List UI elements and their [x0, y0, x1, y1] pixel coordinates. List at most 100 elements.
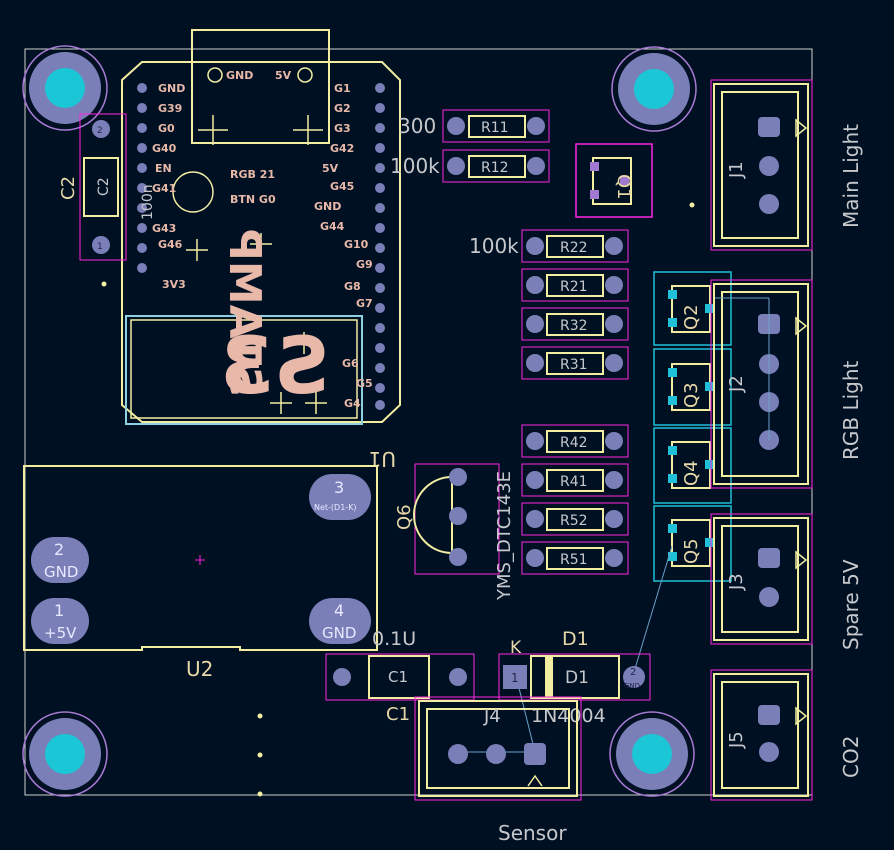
svg-text:R41: R41: [560, 474, 588, 490]
svg-text:Q5: Q5: [681, 538, 702, 564]
svg-text:GND: GND: [226, 69, 253, 82]
capacitor-c1[interactable]: C1 0.1U C1: [325, 628, 475, 725]
u2-ref-label: U2: [186, 657, 213, 681]
module-u1[interactable]: S3 STAMP U1 GND G39 G0 G40 EN G41 G43 G4…: [121, 29, 401, 471]
r11-value-label: 300: [398, 114, 436, 138]
svg-text:G3: G3: [334, 122, 351, 135]
resistor-r22[interactable]: R22 100k: [469, 229, 629, 263]
connector-j5[interactable]: J5 CO2: [710, 669, 863, 801]
j4-label: Sensor: [498, 821, 567, 845]
resistor-r11[interactable]: R11 300: [398, 109, 550, 143]
svg-text:G43: G43: [152, 222, 176, 235]
svg-text:1: 1: [511, 671, 519, 685]
svg-text:G2: G2: [334, 102, 351, 115]
r22-value-label: 100k: [469, 234, 519, 258]
capacitor-c2[interactable]: 2 1 C2 C2 100n: [58, 113, 156, 261]
svg-text:4: 4: [334, 601, 344, 620]
diode-d1[interactable]: 1 2 GND D1 D1 K 1N4004: [498, 628, 651, 727]
svg-text:C2: C2: [96, 177, 112, 196]
resistor-r41[interactable]: R41: [521, 463, 629, 497]
resistor-r21[interactable]: R21: [521, 268, 629, 302]
svg-text:1: 1: [97, 242, 103, 252]
svg-text:5V: 5V: [275, 69, 292, 82]
svg-text:Q4: Q4: [681, 460, 702, 486]
svg-text:G7: G7: [356, 297, 373, 310]
svg-text:J3: J3: [726, 573, 747, 591]
svg-text:G4: G4: [344, 397, 361, 410]
svg-text:2: 2: [630, 667, 636, 678]
c2-ref-label: C2: [58, 176, 79, 200]
module-u2[interactable]: 2 GND 1 +5V 3 Net-(D1-K) 4 GND U2: [23, 465, 378, 681]
svg-text:3V3: 3V3: [162, 278, 186, 291]
svg-text:G41: G41: [152, 182, 176, 195]
connector-j4[interactable]: J4 Sensor: [414, 696, 582, 845]
connector-j3[interactable]: J3 Spare 5V: [710, 513, 863, 650]
connector-j1[interactable]: J1 Main Light: [710, 79, 863, 251]
svg-text:R12: R12: [481, 160, 509, 176]
svg-text:R11: R11: [481, 120, 509, 136]
svg-text:GND: GND: [158, 82, 185, 95]
c1-ref-label: C1: [386, 704, 410, 725]
svg-text:GND: GND: [314, 200, 341, 213]
svg-text:G10: G10: [344, 238, 369, 251]
svg-text:2: 2: [54, 540, 64, 559]
svg-text:Q2: Q2: [681, 304, 702, 330]
svg-text:GND: GND: [44, 563, 78, 581]
j5-label: CO2: [839, 736, 863, 778]
svg-text:3: 3: [334, 478, 344, 497]
resistor-r52[interactable]: R52: [521, 502, 629, 536]
svg-text:BTN G0: BTN G0: [230, 193, 276, 206]
resistor-r12[interactable]: R12 100k: [390, 149, 550, 183]
svg-text:C1: C1: [388, 668, 408, 686]
svg-text:R52: R52: [560, 513, 588, 529]
svg-text:R21: R21: [560, 279, 588, 295]
svg-text:+5V: +5V: [44, 624, 77, 642]
d1-ref-label: D1: [562, 628, 589, 650]
svg-text:J1: J1: [726, 161, 747, 179]
svg-text:R51: R51: [560, 552, 588, 568]
svg-text:G6: G6: [342, 357, 359, 370]
transistor-q4[interactable]: Q4: [653, 427, 732, 504]
svg-text:R31: R31: [560, 357, 588, 373]
resistor-r51[interactable]: R51: [521, 541, 629, 575]
q6-value-label: YMS_DTC143E: [494, 471, 515, 601]
j3-label: Spare 5V: [839, 559, 863, 650]
resistor-r31[interactable]: R31: [521, 346, 629, 380]
svg-text:Q6: Q6: [394, 504, 415, 530]
transistor-q5[interactable]: Q5: [653, 505, 732, 582]
svg-text:GND: GND: [624, 682, 640, 690]
c1-value-label: 0.1U: [372, 628, 416, 650]
svg-text:R22: R22: [560, 240, 588, 256]
svg-text:100n: 100n: [140, 184, 156, 220]
mounting-holes: [22, 45, 697, 797]
s3-logo: S3 STAMP: [219, 229, 330, 412]
resistor-r42[interactable]: R42: [521, 424, 629, 458]
transistor-q1[interactable]: Q1: [575, 143, 653, 218]
svg-text:RGB 21: RGB 21: [230, 168, 275, 181]
svg-text:K: K: [510, 638, 522, 658]
transistor-q3[interactable]: Q3: [653, 348, 732, 426]
transistor-q6[interactable]: Q6 YMS_DTC143E: [394, 463, 515, 601]
svg-text:S3: S3: [220, 322, 330, 412]
svg-text:2: 2: [97, 126, 103, 136]
svg-text:5V: 5V: [322, 162, 339, 175]
svg-text:J2: J2: [726, 375, 747, 393]
j2-label: RGB Light: [839, 360, 863, 460]
connector-j2[interactable]: J2 RGB Light: [710, 279, 863, 489]
r12-value-label: 100k: [390, 154, 440, 178]
svg-text:G5: G5: [356, 377, 373, 390]
svg-text:G9: G9: [356, 258, 373, 271]
svg-text:J5: J5: [726, 731, 747, 749]
transistor-q2[interactable]: Q2: [653, 271, 732, 346]
svg-text:EN: EN: [155, 162, 172, 175]
svg-text:1: 1: [54, 601, 64, 620]
svg-text:R32: R32: [560, 318, 588, 334]
j1-label: Main Light: [839, 124, 863, 228]
resistor-r32[interactable]: R32: [521, 307, 629, 341]
svg-text:D1: D1: [565, 668, 589, 688]
svg-text:G39: G39: [158, 102, 182, 115]
svg-text:Net-(D1-K): Net-(D1-K): [314, 503, 357, 512]
u1-ref-label: U1: [369, 447, 396, 471]
svg-text:STAMP: STAMP: [219, 229, 270, 397]
